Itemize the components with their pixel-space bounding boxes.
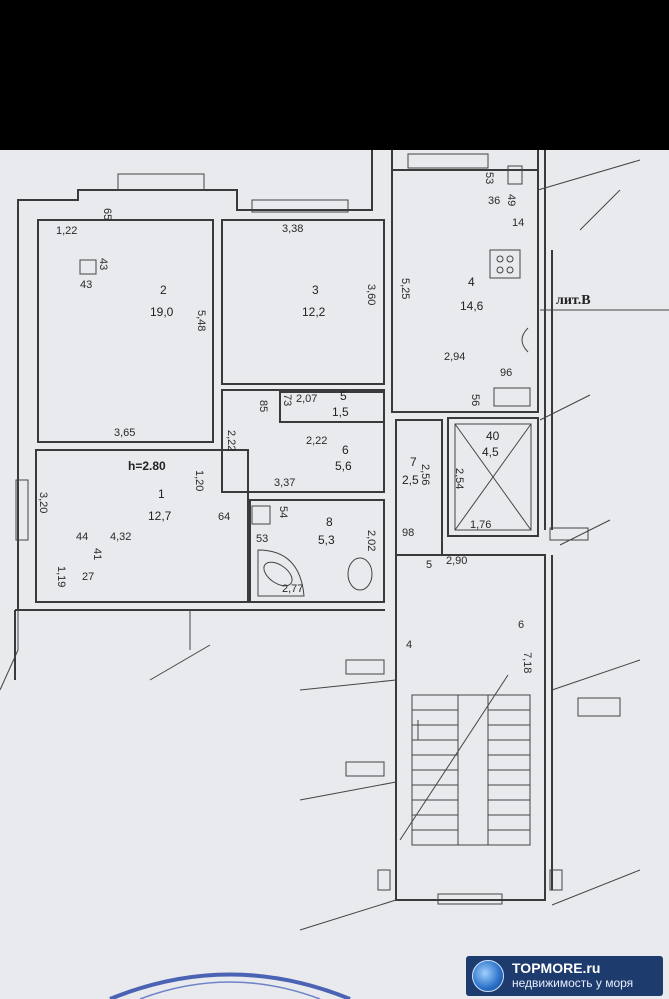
staircase [399, 674, 531, 846]
topmore-watermark[interactable]: TOPMORE.ru недвижимость у моря [466, 956, 663, 996]
room-4-number: 4 [468, 275, 475, 289]
dim-label: 43 [97, 258, 109, 270]
plan-labels: лит.В h=2.80 2 19,0 3 12,2 4 14,6 5 1,5 … [37, 172, 591, 673]
dim-label: 64 [218, 511, 230, 523]
room-7-number: 7 [410, 455, 417, 469]
dim-label: 4 [406, 639, 412, 651]
dim-label: 1,20 [193, 470, 205, 491]
dim-label: 85 [257, 400, 269, 412]
ceiling-height: h=2.80 [128, 459, 166, 473]
dim-label: 49 [505, 194, 517, 206]
room-40-area: 4,5 [482, 445, 499, 459]
dim-label: 5,25 [399, 278, 411, 299]
dim-label: 65 [101, 208, 113, 220]
dim-label: 1,19 [55, 566, 67, 587]
dim-label: 96 [500, 367, 512, 379]
dim-label: 4,32 [110, 531, 131, 543]
dim-label: 5,48 [195, 310, 207, 331]
litera-label: лит.В [556, 293, 591, 308]
dim-label: 3,65 [114, 427, 135, 439]
dim-label: 2,77 [282, 583, 303, 595]
dim-label: 2,94 [444, 351, 465, 363]
brand-name: TOPMORE.ru [512, 960, 601, 976]
room-40-number: 40 [486, 429, 500, 443]
plan-walls [0, 150, 669, 999]
dim-label: 3,20 [37, 492, 49, 513]
dim-label: 36 [488, 195, 500, 207]
floor-plan: лит.В h=2.80 2 19,0 3 12,2 4 14,6 5 1,5 … [0, 150, 669, 999]
room-6-number: 6 [342, 443, 349, 457]
dim-label: 14 [512, 217, 524, 229]
dim-label: 73 [281, 394, 293, 406]
room-5-number: 5 [340, 389, 347, 403]
room-6-area: 5,6 [335, 459, 352, 473]
dim-label: 1,22 [56, 225, 77, 237]
dim-label: 2,02 [365, 530, 377, 551]
dim-label: 3,60 [365, 284, 377, 305]
room-3-area: 12,2 [302, 305, 326, 319]
dim-label: 2,90 [446, 555, 467, 567]
dim-label: 1,76 [470, 519, 491, 531]
dim-label: 7,18 [521, 652, 533, 673]
dim-label: 41 [91, 548, 103, 560]
dim-label: 5 [426, 559, 432, 571]
room-7-area: 2,5 [402, 473, 419, 487]
room-5-area: 1,5 [332, 405, 349, 419]
room-1-area: 12,7 [148, 509, 172, 523]
dim-label: 2,22 [225, 430, 237, 451]
room-4-area: 14,6 [460, 299, 484, 313]
dim-label: 2,54 [453, 468, 465, 489]
dim-label: 53 [483, 172, 495, 184]
top-black-bar [0, 0, 669, 150]
room-1-number: 1 [158, 487, 165, 501]
dim-label: 3,38 [282, 223, 303, 235]
dim-label: 43 [80, 279, 92, 291]
dim-label: 44 [76, 531, 88, 543]
room-2-area: 19,0 [150, 305, 174, 319]
dim-label: 56 [469, 394, 481, 406]
room-8-area: 5,3 [318, 533, 335, 547]
dim-label: 2,07 [296, 393, 317, 405]
brand-tagline: недвижимость у моря [512, 976, 634, 990]
dim-label: 2,56 [419, 464, 431, 485]
globe-logo-icon [472, 960, 504, 992]
room-3-number: 3 [312, 283, 319, 297]
dim-label: 3,37 [274, 477, 295, 489]
dim-label: 98 [402, 527, 414, 539]
dim-label: 54 [277, 506, 289, 518]
dim-label: 27 [82, 571, 94, 583]
dim-label: 53 [256, 533, 268, 545]
dim-label: 2,22 [306, 435, 327, 447]
room-8-number: 8 [326, 515, 333, 529]
dim-label: 6 [518, 619, 524, 631]
room-2-number: 2 [160, 283, 167, 297]
